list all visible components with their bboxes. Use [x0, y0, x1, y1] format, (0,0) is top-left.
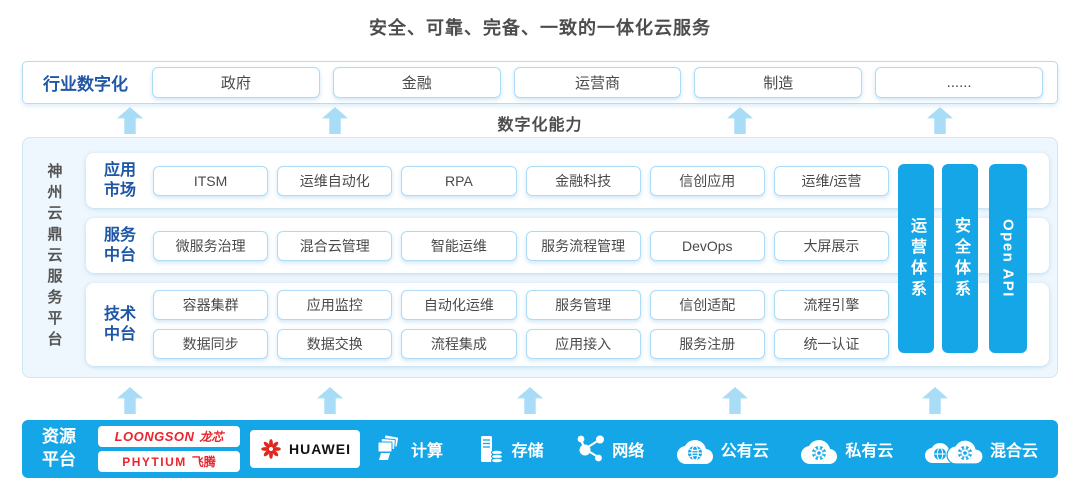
capability-box: 混合云管理 — [277, 230, 393, 261]
huawei-flower-icon — [261, 439, 281, 459]
capability-box: 微服务治理 — [153, 230, 269, 261]
resource-item-private-cloud: 私有云 — [800, 434, 893, 464]
capability-box: 数据交换 — [277, 329, 393, 359]
resource-item-label: 私有云 — [845, 443, 894, 460]
capability-box: 运维自动化 — [277, 165, 393, 196]
capability-box: 金融科技 — [525, 165, 641, 196]
capability-box: 服务注册 — [649, 329, 765, 359]
capability-box: 自动化运维 — [401, 290, 517, 320]
industry-digitalization-row: 行业数字化 政府 金融 运营商 制造 ...... — [22, 61, 1058, 104]
pillar-open-api: Open API — [989, 164, 1027, 353]
pillar-operations-system: 运营体系 — [898, 164, 934, 353]
loongson-cn-label: 龙芯 — [199, 430, 224, 444]
hybrid-cloud-icon — [924, 439, 983, 464]
pillar-label: 运营体系 — [908, 216, 925, 301]
up-arrow-icon — [517, 387, 543, 414]
up-arrow-icon — [317, 387, 343, 414]
resource-item-label: 网络 — [612, 443, 645, 460]
industry-item-government: 政府 — [152, 67, 320, 98]
resource-item-compute: 计算 — [374, 434, 443, 464]
up-arrow-icon — [722, 387, 748, 414]
industry-row-label: 行业数字化 — [43, 75, 128, 94]
section-label: 服务中台 — [104, 226, 137, 264]
industry-item-carrier: 运营商 — [513, 67, 682, 98]
capability-box: RPA — [401, 165, 517, 196]
pillar-label: 安全体系 — [952, 216, 969, 301]
up-arrow-icon — [922, 387, 948, 414]
capability-box: 流程集成 — [401, 329, 517, 359]
pillar-security-system: 安全体系 — [942, 164, 978, 353]
resource-item-storage: 存储 — [475, 434, 544, 464]
network-icon — [577, 435, 605, 462]
platform-side-label: 神州云鼎云服务平台 — [45, 163, 63, 352]
loongson-logo: LOONGSON 龙芯 — [98, 426, 240, 447]
huawei-wordmark: HUAWEI — [289, 441, 351, 457]
page-title: 安全、可靠、完备、一致的一体化云服务 — [369, 18, 711, 38]
app-market-section: 应用市场 ITSM 运维自动化 RPA 金融科技 信创应用 运维/运营 — [86, 153, 1049, 208]
resource-item-network: 网络 — [575, 434, 644, 464]
up-arrow-icon — [117, 387, 143, 414]
industry-item-finance: 金融 — [332, 67, 501, 98]
capability-box: 信创适配 — [649, 290, 765, 320]
industry-item-more: ...... — [875, 67, 1043, 98]
resource-platform-label: 资源平台 — [42, 427, 76, 469]
resource-item-public-cloud: 公有云 — [676, 434, 769, 464]
capability-box: 大屏展示 — [773, 230, 890, 261]
resource-item-label: 混合云 — [989, 443, 1038, 460]
section-label: 应用市场 — [104, 161, 137, 199]
resource-items: 计算 存储 — [374, 434, 1038, 464]
chip-vendor-logos: LOONGSON 龙芯 PHYTIUM 飞腾 — [98, 426, 240, 472]
capability-box: 智能运维 — [401, 230, 517, 261]
loongson-wordmark: LOONGSON — [114, 429, 195, 444]
capability-box: 统一认证 — [773, 329, 890, 359]
technical-middle-platform-section: 技术中台 容器集群 应用监控 自动化运维 服务管理 信创适配 流程引擎 数据同步… — [86, 283, 1049, 366]
private-cloud-icon — [801, 440, 838, 464]
digital-capability-band: 数字化能力 — [22, 104, 1058, 137]
capability-box: 应用接入 — [525, 329, 641, 359]
resource-arrow-band — [22, 380, 1058, 418]
capability-box: 服务管理 — [525, 290, 641, 320]
compute-icon — [377, 434, 400, 460]
capability-box: DevOps — [649, 230, 765, 261]
capability-box: 容器集群 — [153, 290, 269, 320]
resource-platform-bar: 资源平台 LOONGSON 龙芯 PHYTIUM 飞腾 — [22, 420, 1058, 478]
capability-box: 数据同步 — [153, 329, 269, 359]
capability-box: 服务流程管理 — [525, 230, 641, 261]
section-label: 技术中台 — [104, 305, 137, 343]
industry-item-manufacturing: 制造 — [694, 67, 863, 98]
storage-icon — [480, 436, 503, 464]
phytium-wordmark: PHYTIUM — [122, 454, 187, 469]
cloud-platform-panel: 神州云鼎云服务平台 应用市场 ITSM 运维自动化 RPA 金融科技 信创应用 … — [22, 137, 1058, 378]
capability-box: 应用监控 — [277, 290, 393, 320]
service-middle-platform-section: 服务中台 微服务治理 混合云管理 智能运维 服务流程管理 DevOps 大屏展示 — [86, 218, 1049, 273]
capability-box: ITSM — [153, 165, 269, 196]
capability-box: 流程引擎 — [773, 290, 890, 320]
phytium-cn-label: 飞腾 — [191, 455, 216, 469]
resource-item-label: 存储 — [511, 443, 544, 460]
capability-box: 信创应用 — [649, 165, 765, 196]
pillar-label: Open API — [999, 219, 1017, 298]
capability-box: 运维/运营 — [773, 165, 890, 196]
phytium-logo: PHYTIUM 飞腾 — [98, 451, 240, 472]
public-cloud-icon — [676, 440, 713, 464]
resource-item-hybrid-cloud: 混合云 — [924, 434, 1038, 464]
resource-item-label: 计算 — [411, 443, 444, 460]
resource-item-label: 公有云 — [720, 443, 769, 460]
huawei-logo: HUAWEI — [250, 430, 360, 468]
digital-capability-label: 数字化能力 — [497, 117, 583, 134]
